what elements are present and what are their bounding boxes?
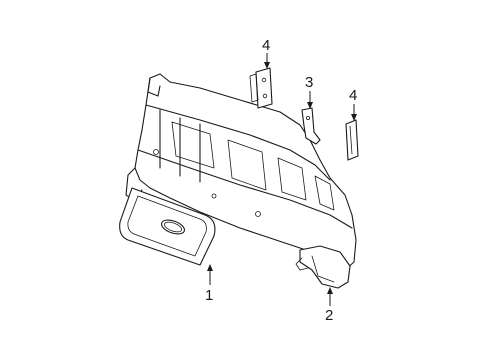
callout-4a-label: 4 xyxy=(262,37,270,54)
callout-1: 1 xyxy=(205,264,213,304)
callout-2: 2 xyxy=(325,287,333,324)
bracket-right xyxy=(345,119,359,161)
bracket-left xyxy=(249,67,273,109)
callout-4-right: 4 xyxy=(349,87,357,121)
callout-3-label: 3 xyxy=(305,74,313,91)
bracket-center xyxy=(301,107,321,145)
callout-2-label: 2 xyxy=(325,307,333,324)
grille xyxy=(119,187,216,266)
callout-4b-label: 4 xyxy=(349,87,357,104)
callout-1-label: 1 xyxy=(205,287,213,304)
callout-3: 3 xyxy=(305,74,313,109)
radiator-support-panel xyxy=(125,73,357,271)
callout-4-left: 4 xyxy=(262,37,270,69)
lower-bracket xyxy=(295,245,351,289)
